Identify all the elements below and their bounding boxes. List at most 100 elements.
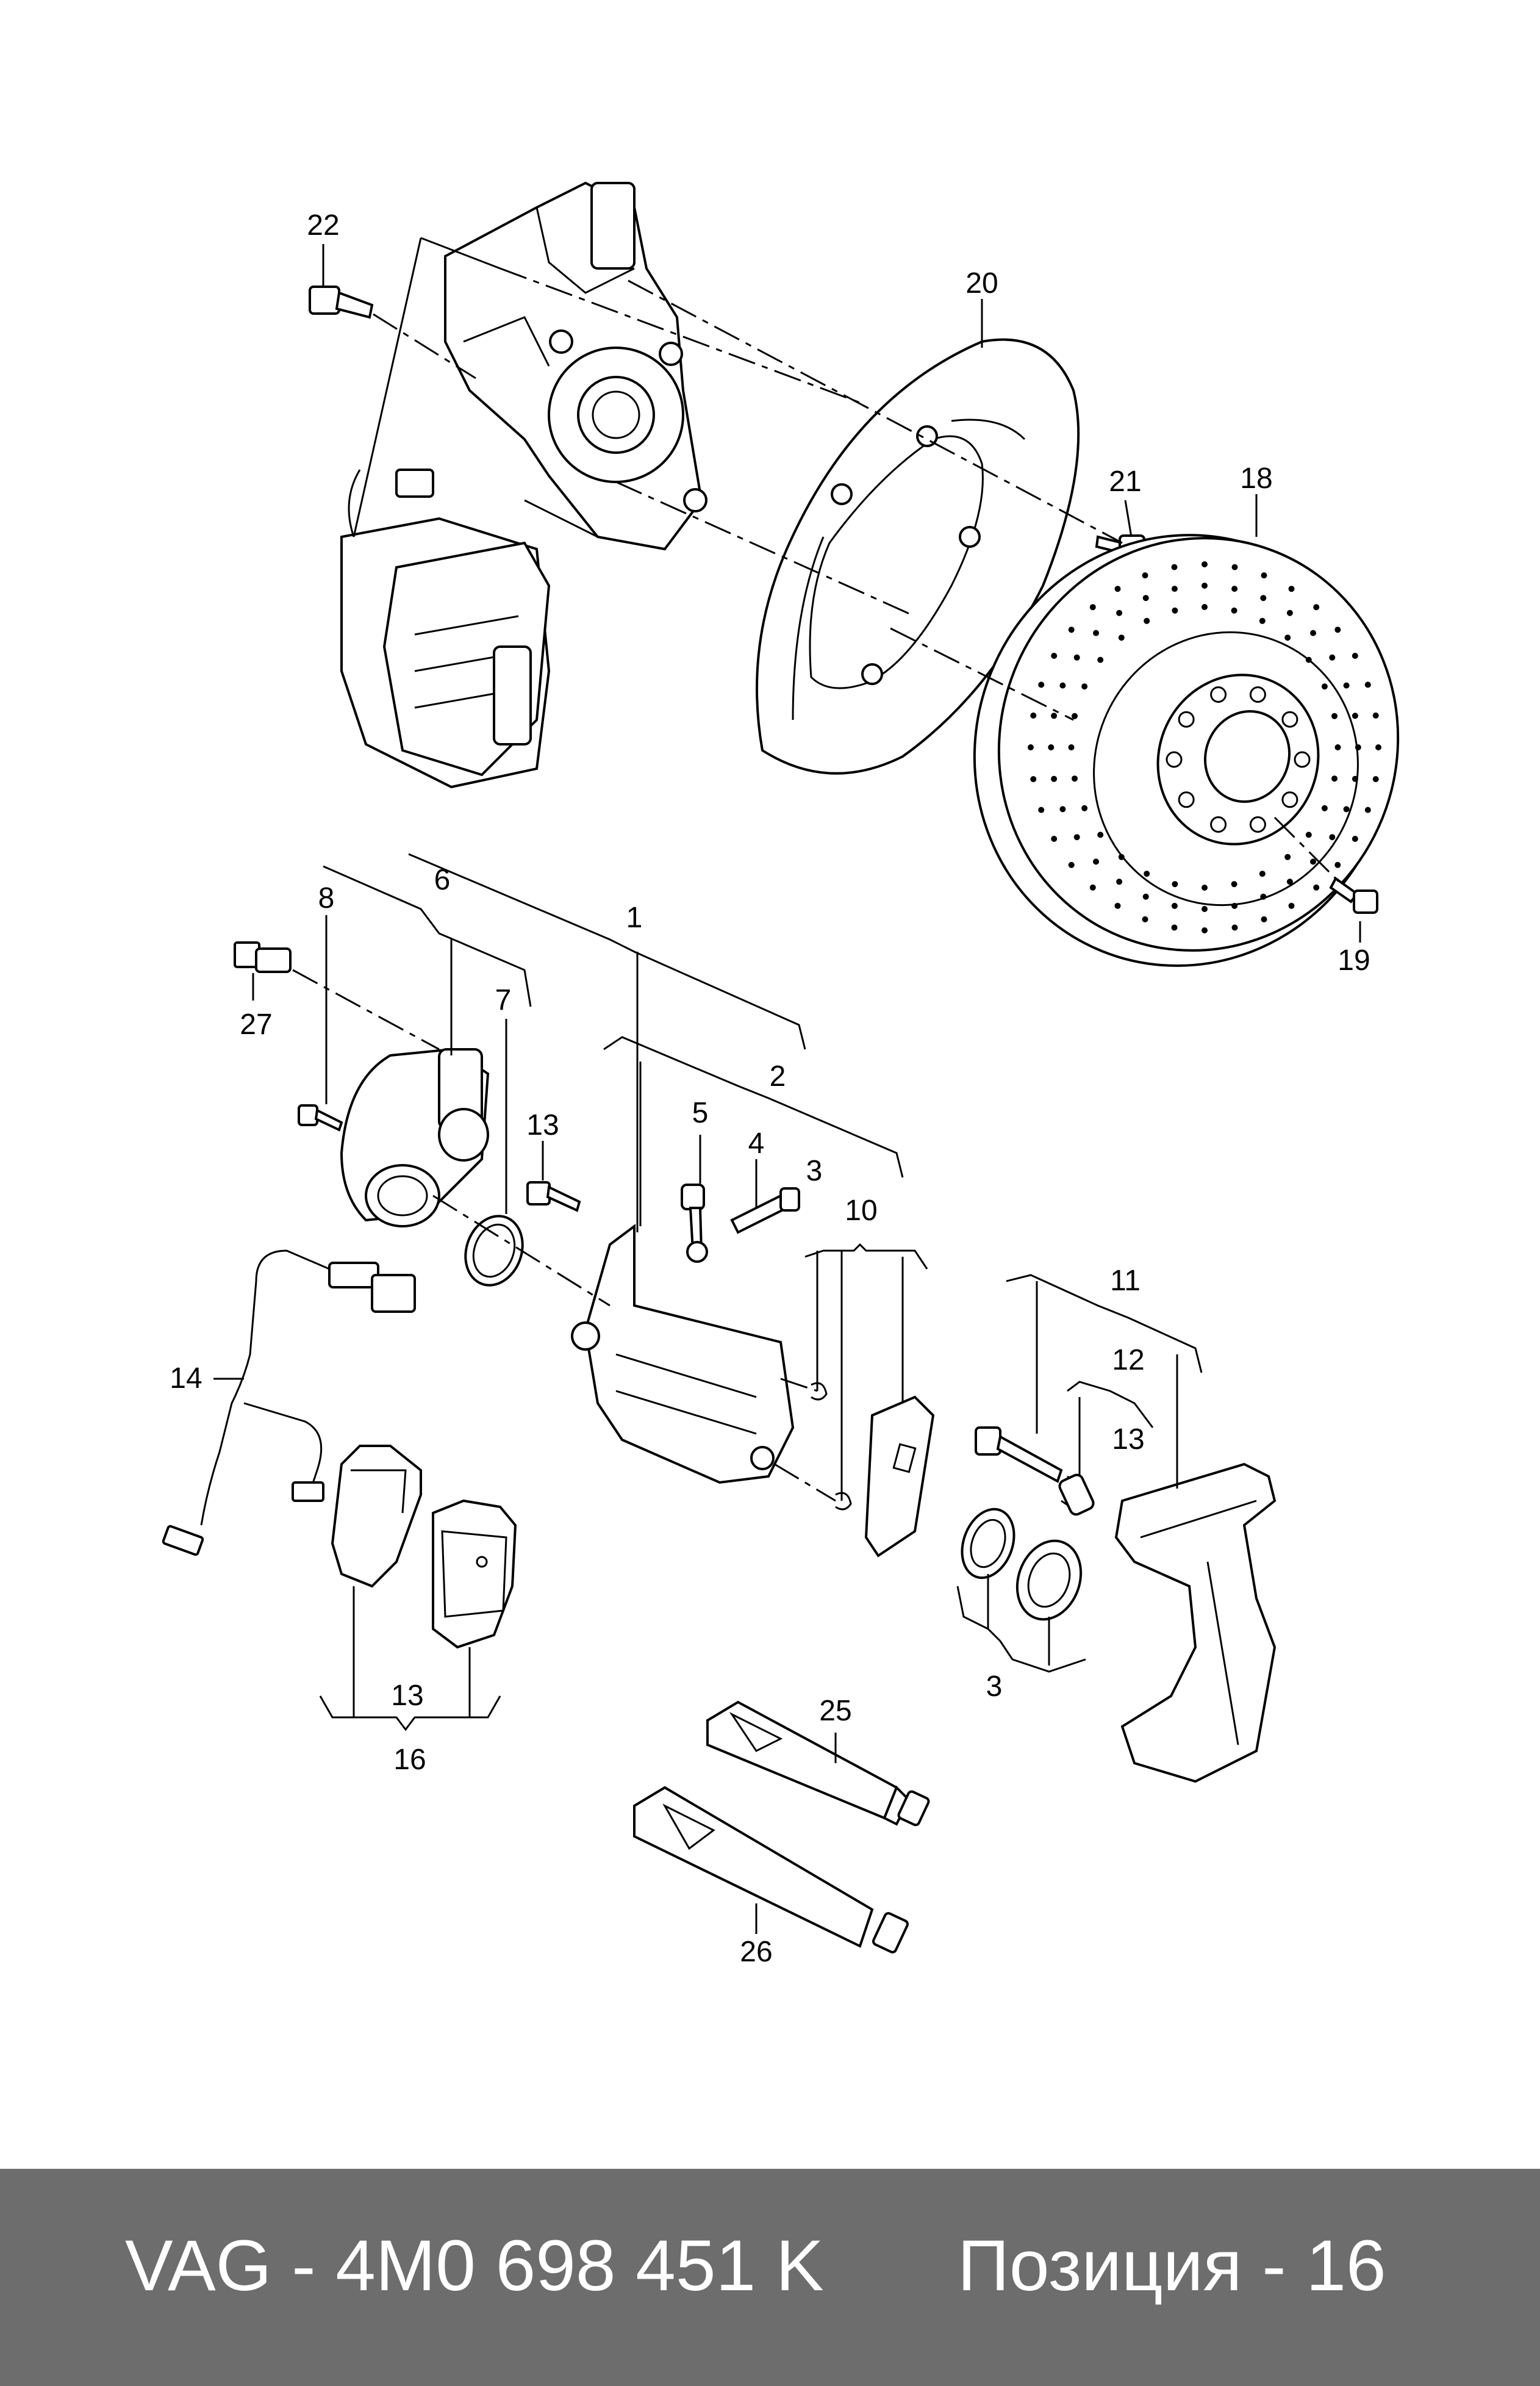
- disc-hole: [1288, 586, 1295, 592]
- disc-hole: [1202, 906, 1208, 912]
- callout-26: 26: [740, 1936, 772, 1968]
- disc-hole: [1343, 806, 1350, 813]
- disc-hole: [1352, 713, 1358, 719]
- disc-hole: [1068, 861, 1075, 868]
- disc-hole: [1321, 683, 1328, 690]
- disc-hole: [1231, 881, 1237, 888]
- disc-hole: [1142, 572, 1148, 579]
- disc-hole: [1313, 884, 1320, 891]
- callout-6: 6: [434, 864, 451, 896]
- disc-hole: [1172, 607, 1178, 614]
- disc-hole: [1038, 681, 1045, 688]
- disc-hole: [1202, 561, 1208, 567]
- caliper-assembly-top: [340, 469, 551, 789]
- disc-hole: [1172, 881, 1178, 888]
- disc-hole: [1142, 916, 1148, 922]
- disc-hole: [1352, 836, 1358, 842]
- disc-hole: [1364, 807, 1371, 813]
- spring-12: [1058, 1473, 1095, 1516]
- callout-25: 25: [819, 1695, 851, 1727]
- disc-hole: [1284, 634, 1291, 641]
- callout-3-b: 3: [986, 1670, 1003, 1703]
- disc-hole: [1364, 681, 1371, 688]
- leader-lines: [213, 244, 1361, 1934]
- callout-1: 1: [626, 902, 643, 934]
- disc-hole: [1081, 683, 1088, 690]
- guide-bolt-11: [975, 1426, 1063, 1483]
- disc-hole: [1097, 656, 1104, 663]
- disc-hole: [1284, 853, 1291, 860]
- disc-bolt-hole: [1249, 686, 1266, 703]
- bleed-screw-4: [730, 1187, 800, 1234]
- disc-hole: [1144, 871, 1150, 877]
- disc-hole: [1093, 858, 1099, 865]
- disc-bolt-hole: [1210, 686, 1227, 703]
- part-number: VAG - 4M0 698 451 K: [125, 2226, 824, 2306]
- brake-disc: [973, 534, 1400, 967]
- disc-hole: [1286, 609, 1293, 616]
- o-ring-7: [464, 1215, 524, 1287]
- grease-tube-25: [706, 1700, 930, 1827]
- steering-knuckle: [444, 181, 707, 551]
- disc-hole: [1114, 902, 1121, 909]
- disc-hole: [1116, 609, 1123, 616]
- bolt-8: [298, 1104, 343, 1132]
- disc-hole: [1073, 654, 1080, 661]
- disc-hole: [1375, 744, 1381, 750]
- grease-tube-26: [633, 1786, 909, 1953]
- disc-hole: [1059, 806, 1066, 813]
- disc-hole: [1073, 834, 1080, 841]
- callout-13-a: 13: [526, 1109, 559, 1141]
- disc-hole: [1329, 654, 1336, 661]
- disc-bolt-hole: [1166, 751, 1183, 768]
- disc-hole: [1231, 564, 1238, 570]
- callout-3-a: 3: [806, 1155, 823, 1187]
- disc-bolt-hole: [1294, 751, 1311, 768]
- disc-hole: [1171, 564, 1178, 570]
- disc-hole: [1334, 744, 1341, 750]
- disc-hole: [1259, 871, 1266, 877]
- disc-hole: [1171, 924, 1178, 931]
- disc-hole: [1068, 744, 1075, 750]
- disc-hole: [1051, 836, 1058, 842]
- callout-labels: 22 20 21 18 19 8 6 1 7 27 13 5 4 3 2 10 …: [170, 209, 1370, 1968]
- disc-hole: [1334, 861, 1341, 868]
- callout-8: 8: [318, 882, 335, 915]
- disc-hole: [1313, 604, 1320, 611]
- disc-hole: [1072, 775, 1078, 782]
- bolt-22: [309, 286, 374, 319]
- callout-7: 7: [495, 984, 512, 1016]
- disc-hole: [1072, 713, 1078, 719]
- disc-hole: [1116, 879, 1123, 885]
- position-label: Позиция - 16: [958, 2226, 1386, 2306]
- disc-bolt-hole: [1178, 711, 1195, 728]
- disc-hole: [1048, 744, 1055, 750]
- disc-hole: [1118, 853, 1125, 860]
- disc-hole: [1081, 805, 1088, 811]
- callout-2: 2: [770, 1060, 786, 1093]
- disc-hole: [1231, 607, 1237, 614]
- callout-27: 27: [240, 1008, 272, 1041]
- callout-11: 11: [1110, 1265, 1141, 1297]
- callout-14: 14: [170, 1362, 202, 1395]
- disc-hole: [1305, 656, 1312, 663]
- callout-18: 18: [1240, 462, 1272, 495]
- disc-hole: [1202, 927, 1208, 933]
- brake-pad-left: [331, 1445, 422, 1588]
- bleed-valve-5: [681, 1184, 708, 1263]
- disc-hole: [1059, 682, 1066, 689]
- disc-hole: [1343, 682, 1350, 689]
- disc-holes: [1028, 561, 1381, 933]
- disc-hole: [1329, 834, 1336, 841]
- callout-20: 20: [965, 267, 998, 300]
- disc-bolt-hole: [1210, 816, 1227, 833]
- disc-hole: [1372, 776, 1379, 783]
- callout-22: 22: [307, 209, 339, 242]
- callout-5: 5: [692, 1097, 709, 1129]
- callout-10: 10: [845, 1195, 877, 1227]
- disc-hole: [1097, 832, 1104, 838]
- disc-hole: [1321, 805, 1328, 811]
- disc-hole: [1261, 916, 1267, 922]
- callout-12: 12: [1112, 1344, 1144, 1376]
- callout-13-b: 13: [1112, 1423, 1144, 1456]
